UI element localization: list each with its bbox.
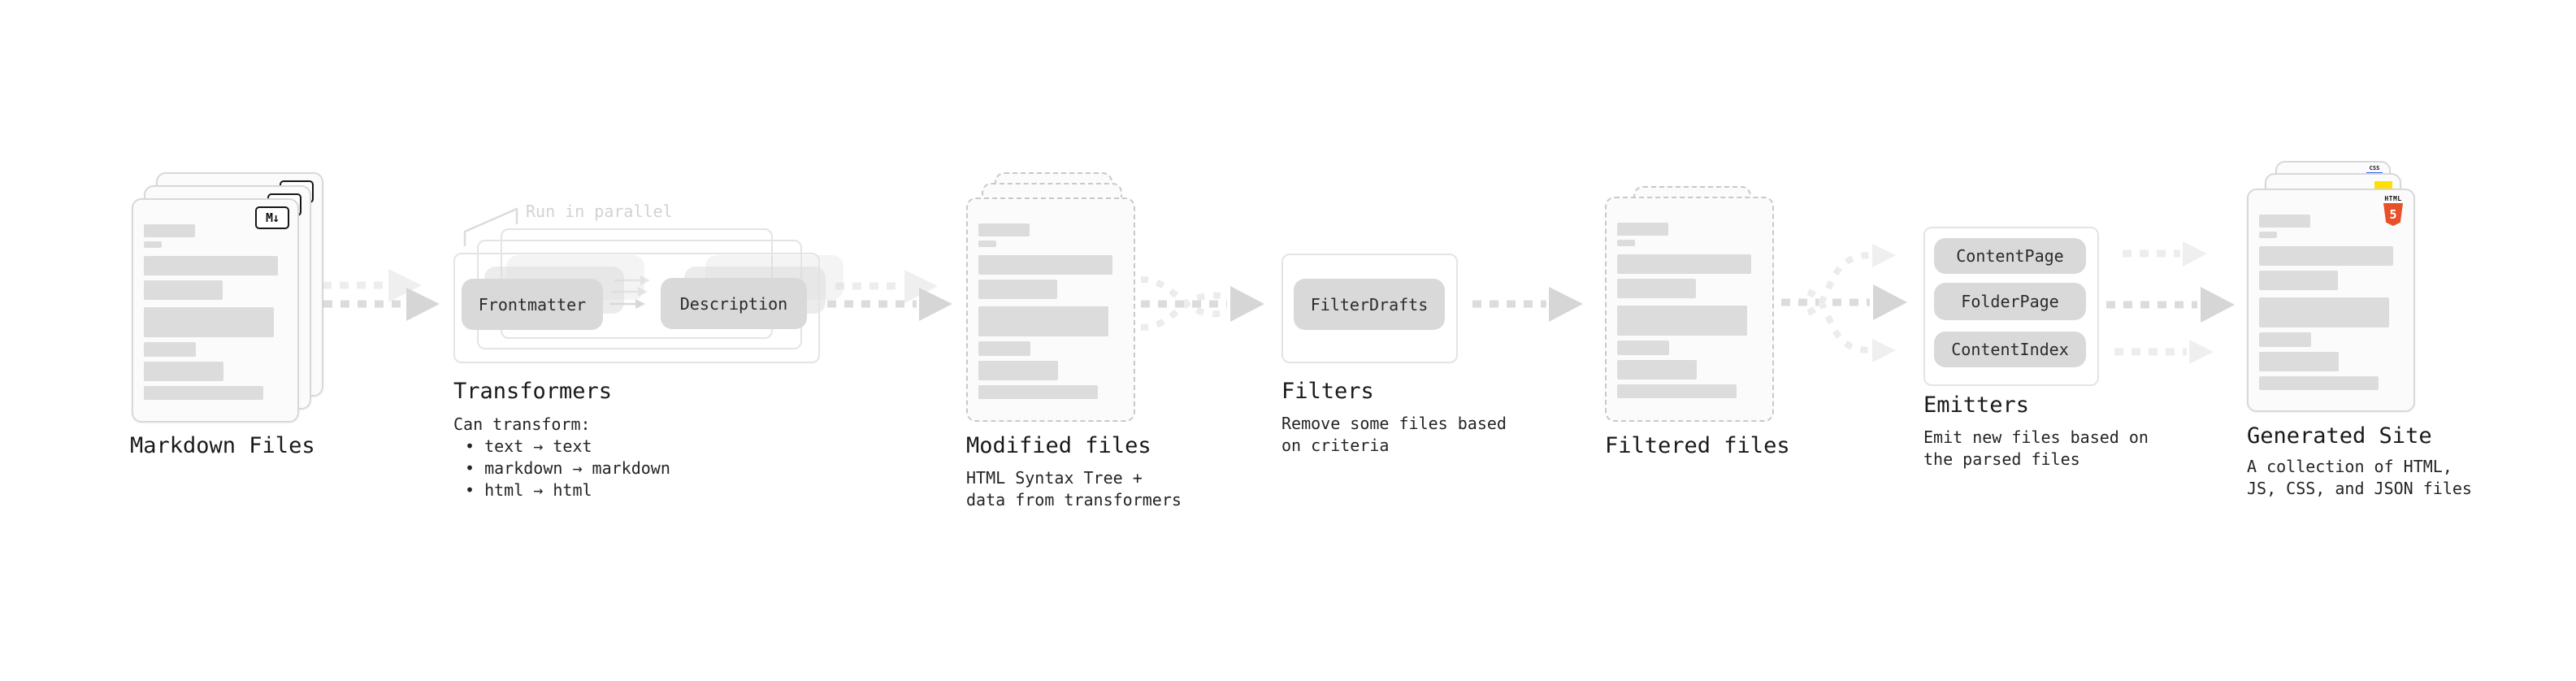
generated-site-sublabel-line: JS, CSS, and JSON files <box>2247 479 2472 498</box>
emitters-sublabel: Emit new files based on the parsed files <box>1923 427 2149 471</box>
markdown-icon: M↓ <box>255 206 289 229</box>
doc-content-bar <box>978 280 1057 299</box>
modified-files-sublabel-line: data from transformers <box>966 490 1182 510</box>
generated-site-sublabel: A collection of HTML, JS, CSS, and JSON … <box>2247 456 2472 500</box>
transformers-bullet: • text → text <box>465 436 592 456</box>
doc-content-bar <box>1617 360 1697 380</box>
emitters-sublabel-line: the parsed files <box>1923 449 2080 469</box>
stage-label-markdown-files: Markdown Files <box>130 433 315 458</box>
doc-content-bar <box>144 362 223 381</box>
doc-content-placeholder <box>968 199 1134 420</box>
doc-content-bar <box>2259 297 2389 327</box>
filtered-file-card-front <box>1605 197 1774 422</box>
arrow-markdown-to-transformers <box>306 269 440 321</box>
doc-content-bar <box>978 341 1030 356</box>
doc-content-bar <box>1617 240 1635 246</box>
doc-content-bar <box>978 255 1112 275</box>
contentindex-chip: ContentIndex <box>1934 332 2086 367</box>
transformers-description-heading: Can transform: <box>453 414 591 434</box>
stage-label-filtered-files: Filtered files <box>1605 433 1790 458</box>
doc-content-bar <box>2259 232 2277 238</box>
contentpage-chip: ContentPage <box>1934 238 2086 274</box>
emitters-box <box>1923 227 2099 386</box>
html5-icon: HTML 5 <box>2383 195 2404 226</box>
run-in-parallel-leader-line <box>463 207 518 246</box>
arrow-filtered-to-emitters-split <box>1781 244 1907 362</box>
doc-content-bar <box>978 385 1098 399</box>
doc-content-bar <box>1617 306 1747 336</box>
stage-label-emitters: Emitters <box>1923 393 2030 418</box>
doc-content-bar <box>1617 384 1737 398</box>
doc-content-bar <box>144 241 162 248</box>
doc-content-placeholder <box>2249 190 2413 410</box>
doc-content-bar <box>978 241 996 247</box>
doc-content-bar <box>1617 223 1668 236</box>
doc-content-bar <box>1617 254 1751 274</box>
html5-icon-shield: 5 <box>2383 203 2403 226</box>
doc-content-bar <box>978 306 1108 336</box>
stage-label-filters: Filters <box>1281 379 1374 404</box>
doc-content-bar <box>978 223 1030 236</box>
doc-content-bar <box>2259 215 2310 228</box>
emitters-sublabel-line: Emit new files based on <box>1923 427 2149 447</box>
doc-content-placeholder <box>133 200 297 421</box>
transformer-layer-box-front <box>453 253 820 363</box>
filters-sublabel: Remove some files based on criteria <box>1281 413 1507 457</box>
html5-icon-word: HTML <box>2384 195 2402 202</box>
arrow-modified-to-filters-merge <box>1140 276 1264 331</box>
filters-box <box>1281 254 1458 363</box>
stage-label-transformers: Transformers <box>453 379 613 404</box>
doc-content-bar <box>2259 246 2393 266</box>
generated-file-card-html: HTML 5 <box>2247 189 2415 412</box>
doc-content-bar <box>2259 352 2339 371</box>
modified-file-card-front <box>966 197 1135 422</box>
doc-content-bar <box>144 386 263 400</box>
doc-content-bar <box>1617 279 1696 298</box>
doc-content-bar <box>144 224 195 237</box>
doc-content-placeholder <box>1607 198 1772 420</box>
transformers-bullet: • markdown → markdown <box>465 458 670 478</box>
doc-content-bar <box>144 280 223 300</box>
doc-content-bar <box>2259 376 2379 390</box>
doc-content-bar <box>144 307 274 337</box>
transformers-description: Can transform: • text → text • markdown … <box>453 414 670 501</box>
markdown-file-card-front: M↓ <box>132 198 299 423</box>
frontmatter-chip: Frontmatter <box>462 279 603 330</box>
modified-files-sublabel-line: HTML Syntax Tree + <box>966 468 1143 488</box>
arrow-transformers-to-modified <box>827 270 952 321</box>
generated-site-sublabel-line: A collection of HTML, <box>2247 457 2452 476</box>
filters-sublabel-line: Remove some files based <box>1281 414 1507 433</box>
description-chip: Description <box>661 278 807 329</box>
stage-label-modified-files: Modified files <box>966 433 1151 458</box>
doc-content-bar <box>144 256 278 275</box>
stage-label-generated-site: Generated Site <box>2247 423 2432 449</box>
folderpage-chip: FolderPage <box>1934 283 2086 320</box>
filterdrafts-chip: FilterDrafts <box>1294 279 1445 330</box>
run-in-parallel-note: Run in parallel <box>526 202 673 221</box>
css-icon-label: CSS <box>2369 165 2380 171</box>
arrow-emitters-to-generated <box>2106 241 2235 364</box>
modified-files-sublabel: HTML Syntax Tree + data from transformer… <box>966 467 1182 511</box>
doc-content-bar <box>978 361 1058 380</box>
arrow-filters-to-filtered <box>1472 287 1583 322</box>
doc-content-bar <box>2259 332 2311 347</box>
filters-sublabel-line: on criteria <box>1281 436 1390 455</box>
doc-content-bar <box>2259 271 2338 290</box>
doc-content-bar <box>144 342 196 357</box>
doc-content-bar <box>1617 340 1669 355</box>
transformers-bullet: • html → html <box>465 480 592 500</box>
